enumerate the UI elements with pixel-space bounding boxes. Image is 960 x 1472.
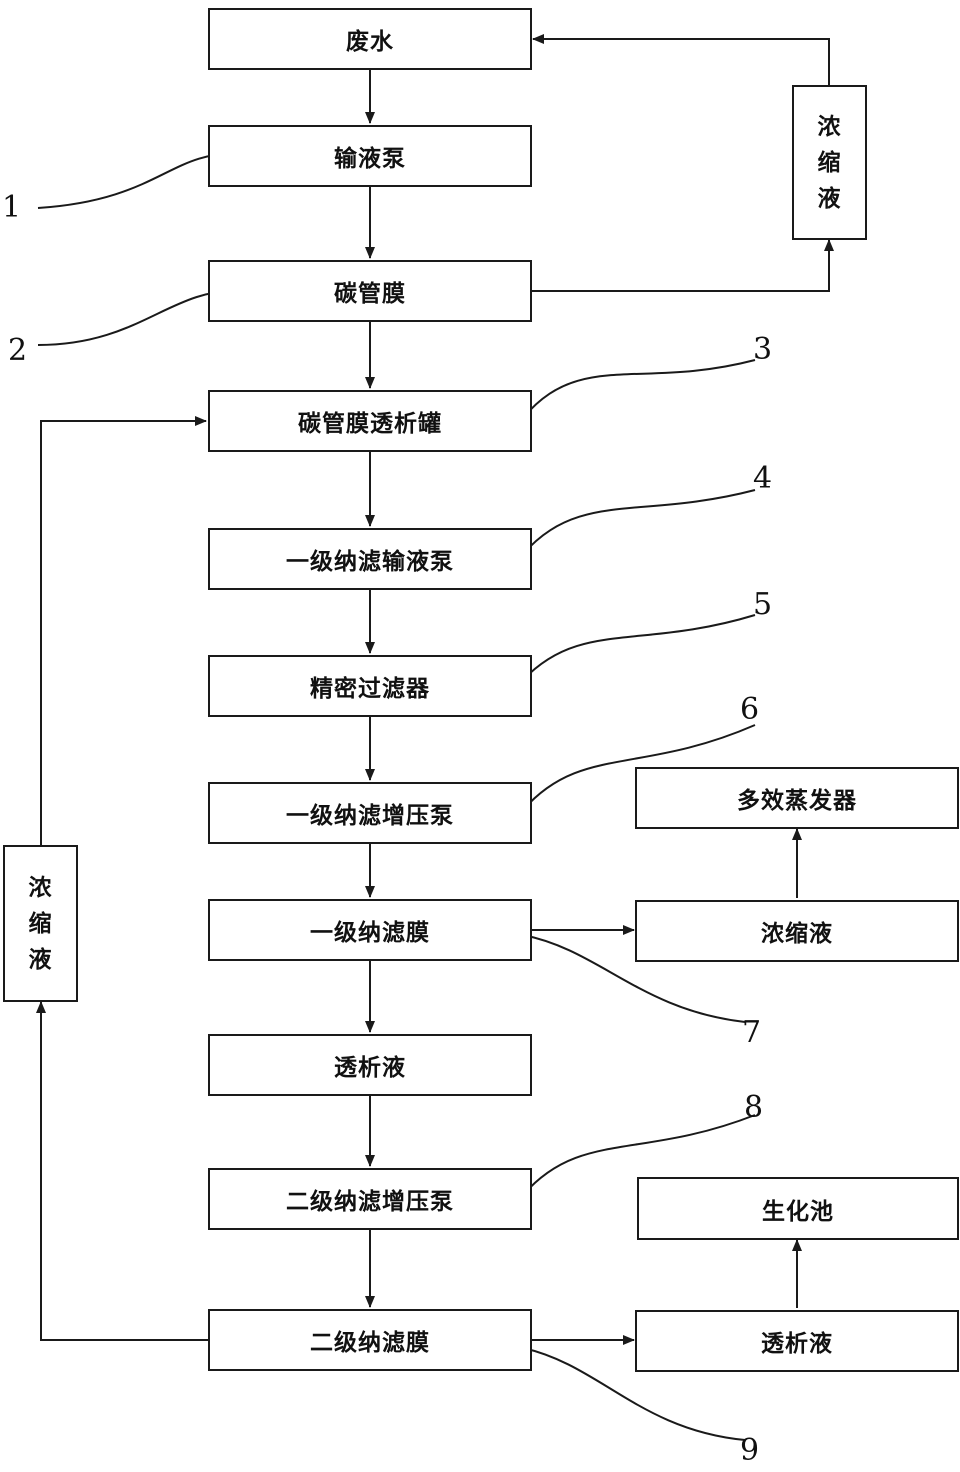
callout-2: 2	[8, 333, 28, 368]
label-nf2-membrane: 二级纳滤膜	[310, 1330, 430, 1356]
callout-9: 9	[740, 1433, 760, 1468]
arrow-concentrate-to-wastewater	[532, 34, 830, 85]
label-wastewater: 废水	[346, 29, 394, 55]
label-nf2-booster-pump: 二级纳滤增压泵	[286, 1189, 454, 1215]
label-concentrate-left-1: 浓	[28, 874, 53, 901]
label-dialysate-right: 透析液	[761, 1331, 833, 1357]
box-biochem-pool: 生化池	[637, 1177, 959, 1240]
callout-6: 6	[740, 692, 760, 727]
arrow-nf2-to-left-concentrate	[36, 1001, 208, 1341]
callout-3: 3	[753, 332, 773, 367]
label-nf1-membrane: 一级纳滤膜	[310, 920, 430, 946]
label-dialysate: 透析液	[334, 1055, 406, 1081]
label-dialysis-tank: 碳管膜透析罐	[298, 411, 442, 437]
leader-9	[522, 1347, 746, 1441]
box-nf1-membrane: 一级纳滤膜	[208, 899, 532, 961]
callout-5: 5	[753, 587, 773, 622]
callout-7: 7	[742, 1015, 762, 1050]
arrow-left-concentrate-to-tank	[40, 416, 207, 845]
label-precision-filter: 精密过滤器	[310, 676, 430, 702]
label-biochem-pool: 生化池	[762, 1198, 834, 1225]
box-wastewater: 废水	[208, 8, 532, 70]
label-carbon-tube-membrane: 碳管膜	[334, 281, 406, 307]
box-dialysate-right: 透析液	[635, 1310, 959, 1372]
box-dialysis-tank: 碳管膜透析罐	[208, 390, 532, 452]
label-concentrate-left-2: 缩	[28, 910, 53, 937]
box-carbon-tube-membrane: 碳管膜	[208, 260, 532, 322]
callout-1: 1	[2, 190, 22, 225]
label-concentrate-top-2: 缩	[817, 149, 842, 176]
callout-4: 4	[753, 461, 773, 496]
label-evaporator: 多效蒸发器	[737, 788, 857, 814]
leader-8	[522, 1114, 756, 1196]
box-nf2-membrane: 二级纳滤膜	[208, 1309, 532, 1371]
box-concentrate-top: 浓 缩 液	[792, 85, 867, 240]
label-concentrate-left-3: 液	[28, 946, 53, 973]
box-nf2-booster-pump: 二级纳滤增压泵	[208, 1168, 532, 1230]
label-nf1-booster-pump: 一级纳滤增压泵	[286, 803, 454, 829]
callout-8: 8	[744, 1090, 764, 1125]
box-feed-pump: 输液泵	[208, 125, 532, 187]
box-evaporator: 多效蒸发器	[635, 767, 959, 829]
box-dialysate: 透析液	[208, 1034, 532, 1096]
box-nf1-booster-pump: 一级纳滤增压泵	[208, 782, 532, 844]
box-concentrate-left: 浓 缩 液	[3, 845, 78, 1002]
leader-7	[522, 934, 746, 1023]
box-nf1-feed-pump: 一级纳滤输液泵	[208, 528, 532, 590]
label-feed-pump: 输液泵	[334, 146, 406, 172]
box-concentrate-right: 浓缩液	[635, 900, 959, 962]
arrow-membrane-to-concentrate	[532, 239, 834, 292]
label-concentrate-top-1: 浓	[817, 113, 842, 140]
leader-5	[522, 614, 756, 681]
label-concentrate-right: 浓缩液	[761, 921, 833, 947]
label-nf1-feed-pump: 一级纳滤输液泵	[286, 549, 454, 575]
leader-4	[522, 489, 756, 555]
leader-6	[522, 724, 756, 811]
label-concentrate-top-3: 液	[817, 185, 842, 212]
leader-3	[522, 359, 756, 419]
box-precision-filter: 精密过滤器	[208, 655, 532, 717]
